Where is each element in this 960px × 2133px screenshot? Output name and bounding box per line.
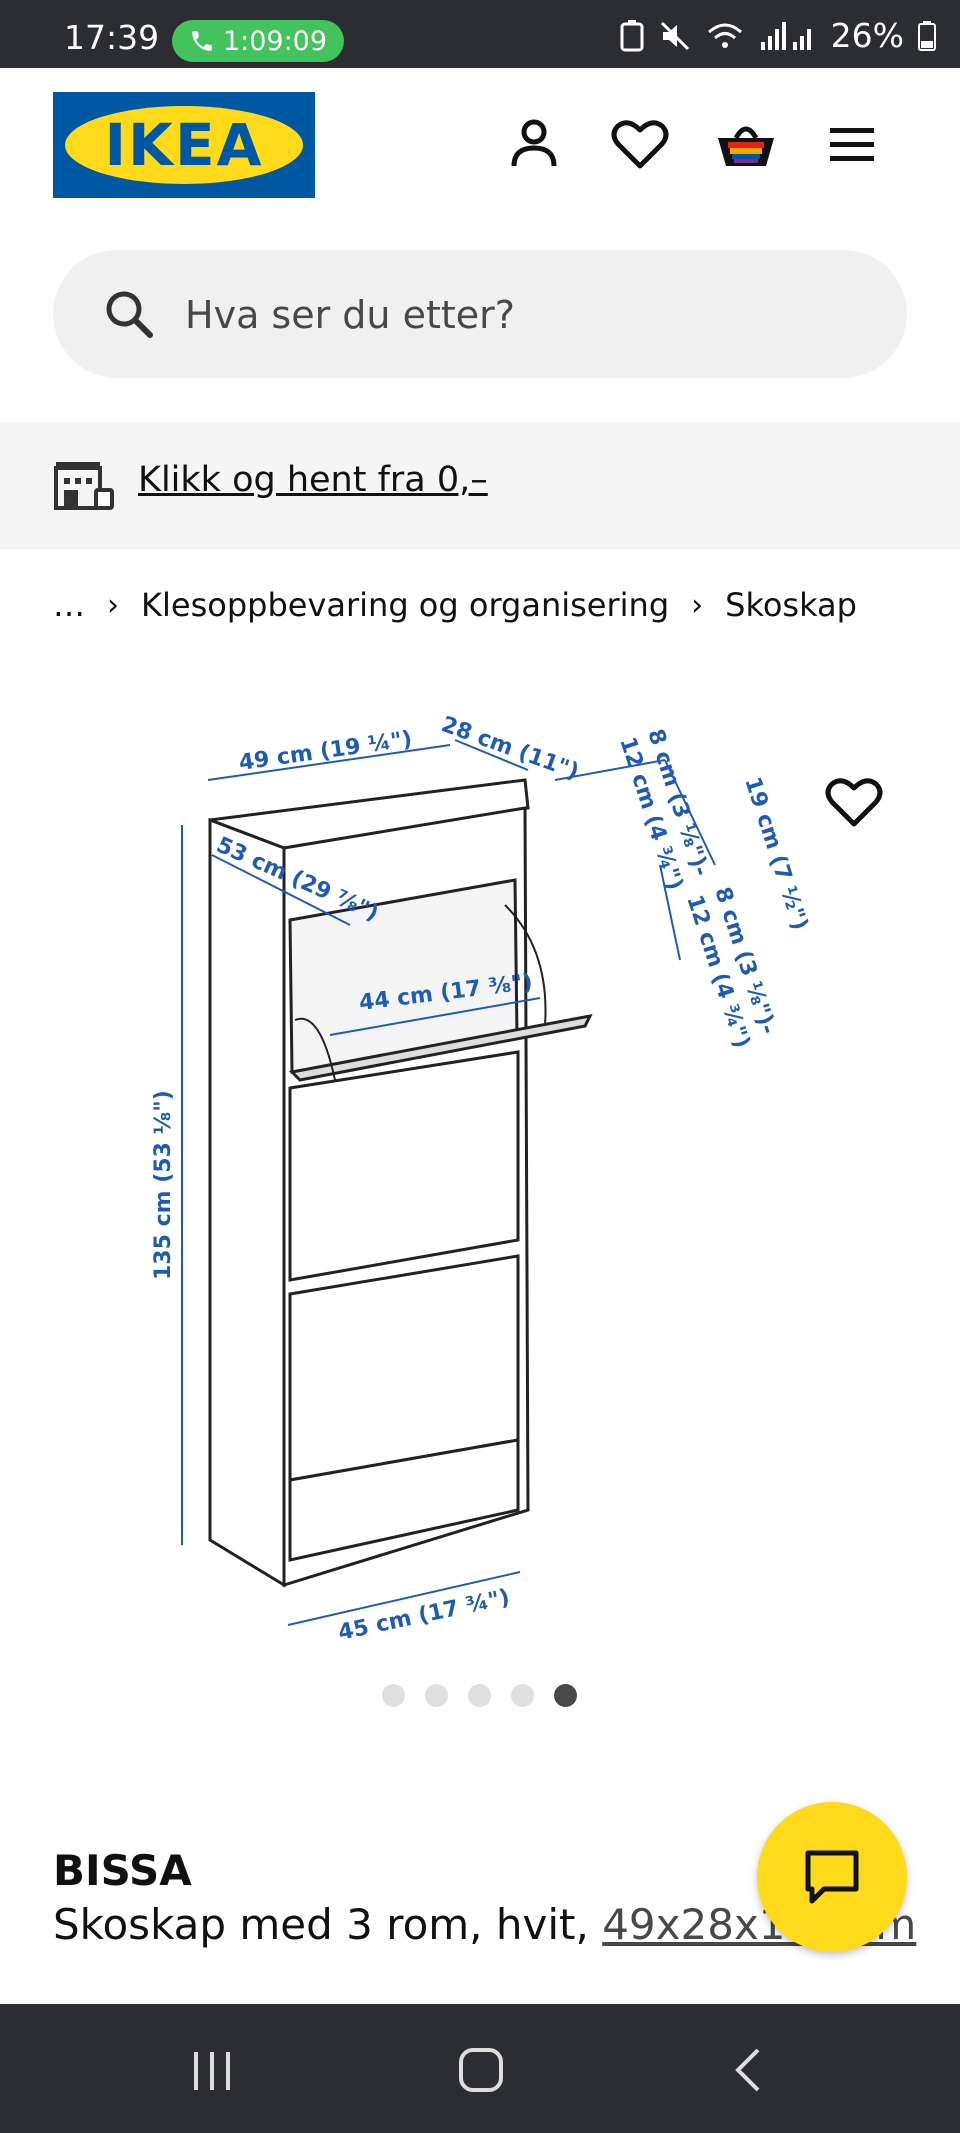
carousel-dot[interactable] — [468, 1684, 491, 1707]
cabinet-outline — [208, 778, 593, 1588]
flap-mechanism — [294, 904, 547, 1081]
breadcrumb: … › Klesoppbevaring og organisering › Sk… — [53, 586, 857, 624]
breadcrumb-ellipsis[interactable]: … — [53, 586, 85, 624]
status-bar: 17:39 1:09:09 26% — [0, 0, 960, 68]
alarm-icon — [620, 19, 644, 51]
home-icon[interactable] — [451, 2040, 511, 2100]
search-input[interactable] — [183, 280, 867, 350]
logo-text: IKEA — [104, 111, 264, 179]
click-collect-banner[interactable]: Klikk og hent fra 0,– — [0, 422, 960, 550]
carousel-dot[interactable] — [425, 1684, 448, 1707]
signal-icon — [760, 21, 811, 50]
status-time: 17:39 — [64, 18, 160, 57]
search-icon — [106, 291, 153, 338]
product-description: Skoskap med 3 rom, hvit, 49x28x135 cm — [53, 1900, 916, 1949]
logo-oval: IKEA — [65, 106, 303, 184]
mute-icon — [660, 21, 689, 50]
carousel-dot[interactable] — [382, 1684, 405, 1707]
product-dimension-drawing[interactable]: 49 cm (19 ¼") 28 cm (11") 53 cm (29 ⅞") … — [120, 680, 880, 1650]
phone-icon — [192, 31, 212, 51]
dim-drawer-height: 19 cm (7 ½") — [739, 774, 812, 933]
menu-icon[interactable] — [820, 112, 884, 176]
search-bar[interactable] — [53, 250, 907, 378]
call-indicator[interactable]: 1:09:09 — [172, 20, 344, 62]
recent-apps-icon[interactable] — [182, 2040, 242, 2100]
call-timer: 1:09:09 — [222, 25, 328, 57]
product-type: Skoskap med 3 rom, hvit, — [53, 1900, 603, 1949]
status-icons: 26% — [619, 16, 936, 55]
account-icon[interactable] — [502, 112, 566, 176]
dim-height: 135 cm (53 ⅛") — [151, 1090, 176, 1280]
system-nav-bar — [0, 2004, 960, 2133]
chat-button[interactable] — [757, 1802, 907, 1952]
ikea-logo[interactable]: IKEA — [53, 92, 315, 198]
heart-icon[interactable] — [608, 112, 672, 176]
chevron-right-icon: › — [107, 587, 119, 623]
product-name: BISSA — [53, 1846, 192, 1895]
dim-width: 49 cm (19 ¼") — [237, 727, 413, 776]
basket-icon[interactable] — [714, 112, 778, 176]
carousel-indicator — [382, 1684, 577, 1707]
chat-icon — [805, 1850, 859, 1904]
add-to-favourites-icon[interactable] — [822, 770, 886, 834]
wifi-icon — [707, 23, 742, 48]
carousel-dot-active[interactable] — [554, 1684, 577, 1707]
dim-depth: 28 cm (11") — [438, 712, 582, 785]
click-collect-link[interactable]: Klikk og hent fra 0,– — [138, 460, 488, 500]
breadcrumb-item-clothes-storage[interactable]: Klesoppbevaring og organisering — [141, 586, 670, 624]
breadcrumb-item-shoe-cabinet[interactable]: Skoskap — [725, 586, 857, 624]
back-icon[interactable] — [720, 2040, 780, 2100]
store-pickup-icon — [54, 462, 114, 510]
chevron-right-icon: › — [691, 587, 704, 623]
carousel-dot[interactable] — [511, 1684, 534, 1707]
battery-icon — [918, 20, 936, 51]
dimension-lines — [181, 739, 716, 1626]
battery-percent: 26% — [830, 16, 904, 55]
